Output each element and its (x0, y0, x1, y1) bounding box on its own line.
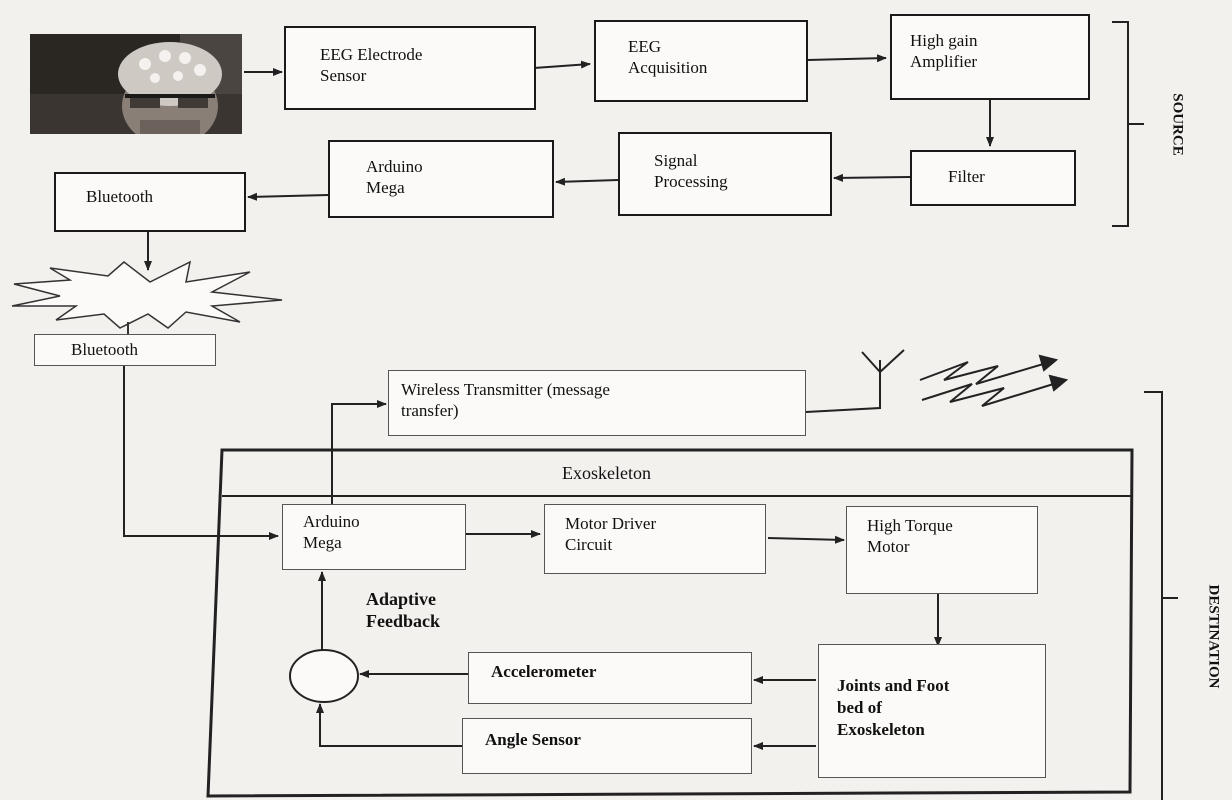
arduino-mega-source-block: Arduino Mega (328, 140, 554, 218)
arduino-mega-exo-block: Arduino Mega (282, 504, 466, 570)
destination-side-label: DESTINATION (1205, 584, 1222, 689)
arrow-arduino-to-transmitter (331, 400, 387, 504)
arrow-angle-to-sum (316, 703, 462, 747)
wireless-transmitter-block: Wireless Transmitter (message transfer) (388, 370, 806, 436)
accelerometer-block: Accelerometer (468, 652, 752, 704)
antenna-icon (861, 349, 905, 382)
high-torque-motor-block: High Torque Motor (846, 506, 1038, 594)
arrow-arduino-to-bluetooth (247, 192, 329, 201)
eeg-electrode-sensor-block: EEG Electrode Sensor (284, 26, 536, 110)
exoskeleton-title: Exoskeleton (562, 463, 651, 483)
destination-bracket (1144, 391, 1163, 800)
signal-bolt-icon (919, 354, 1069, 407)
eeg-headset-photo (30, 34, 242, 134)
filter-block: Filter (910, 150, 1076, 206)
antenna-feed (805, 360, 881, 413)
exoskeleton-frame (206, 448, 1134, 798)
joints-foot-bed-block: Joints and Foot bed of Exoskeleton (818, 644, 1046, 778)
adaptive-feedback-label: Adaptive Feedback (366, 589, 440, 631)
eeg-acquisition-block: EEG Acquisition (594, 20, 808, 102)
bluetooth-tx-block: Bluetooth (54, 172, 246, 232)
source-side-label: SOURCE (1169, 93, 1186, 156)
arrow-signal-to-arduino (555, 177, 619, 186)
arrow-sensor-to-acquisition (533, 60, 591, 69)
signal-processing-block: Signal Processing (618, 132, 832, 216)
angle-sensor-block: Angle Sensor (462, 718, 752, 774)
summing-junction-icon (289, 649, 359, 703)
wireless-burst-icon (11, 260, 283, 329)
arrow-filter-to-signal (833, 173, 911, 182)
arrow-driver-to-motor (767, 535, 845, 544)
arrow-acquisition-to-amplifier (807, 54, 887, 63)
eeg-headset-image (30, 34, 242, 134)
bluetooth-rx-block: Bluetooth (34, 334, 216, 366)
high-gain-amplifier-block: High gain Amplifier (890, 14, 1090, 100)
arrow-bluetooth-to-arduino (123, 364, 279, 540)
motor-driver-circuit-block: Motor Driver Circuit (544, 504, 766, 574)
source-bracket (1112, 21, 1129, 227)
